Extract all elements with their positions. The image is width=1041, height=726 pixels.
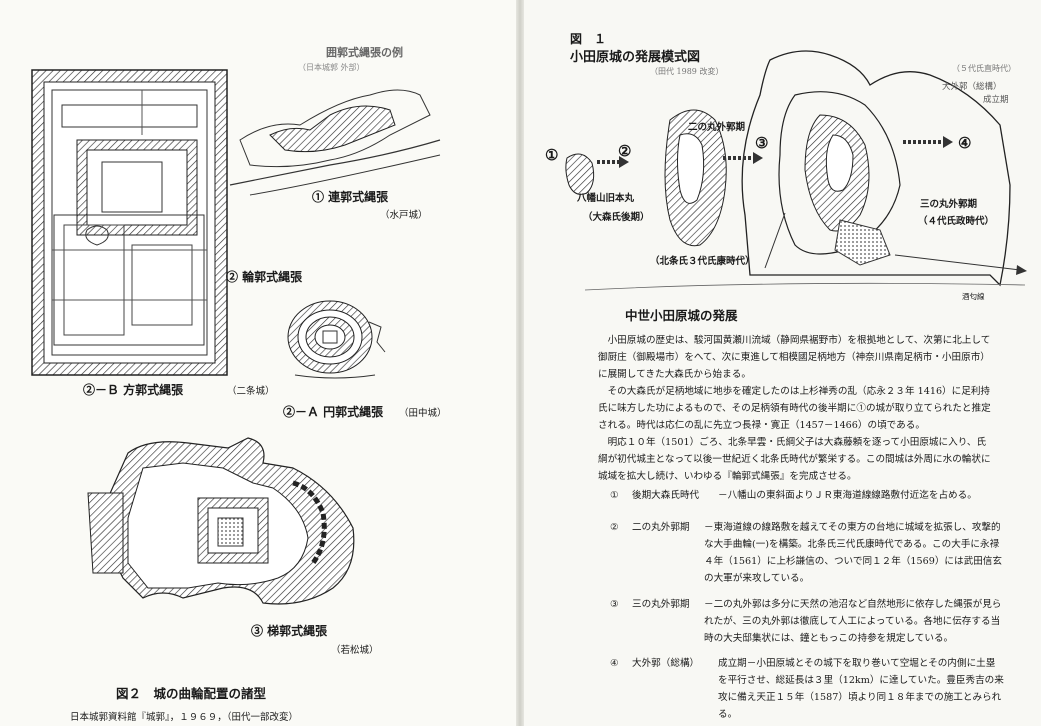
item-desc: －二の丸外郭は多分に天然の池沼など自然地形に依存した縄張が見られたが、三の丸外郭… [704,599,1002,644]
coast-label: 酒匂線 [962,292,985,301]
page-fold [516,0,524,726]
figure-label: 図 １ [570,32,607,46]
item-desc: 成立期－小田原城とその城下を取り巻いて空堀とその内側に土塁を平行させ、総延長は３… [718,658,1004,720]
stage-number-2: ② [618,142,632,160]
wakamatsu-castle-plan [87,437,355,605]
type-hokaku-castle: （二条城） [227,386,275,397]
mito-castle-sketch [229,89,441,196]
type-enkaku-castle: （田中城） [399,408,447,419]
item-number: ① [610,490,619,501]
list-item: ② 二の丸外郭期 －東海道線の線路敷を越えてその東方の台地に城域を拡張し、攻撃的… [610,519,1010,587]
paragraph-1: 小田原城の歴史は、駿河国黄瀬川流域（静岡県裾野市）を根拠地として、次第に北上して… [598,335,991,380]
type-teikaku-label: ③ 梯郭式縄張 [251,624,328,638]
item-desc: －東海道線の線路敷を越えてその東方の台地に城域を拡張し、攻撃的な大手曲輪(一)を… [704,522,1002,584]
top-right-subtitle: （日本城郭 外部） [298,63,365,72]
section-title: 中世小田原城の発展 [625,308,738,323]
top-right-title: 囲郭式縄張の例 [326,46,403,59]
left-source-note: 日本城郭資料館『城郭』，１９６９，（田代一部改変） [70,712,299,723]
stage4-label: 大外郭（総構） [942,82,1002,92]
stage-number-3: ③ [755,134,769,152]
left-figure-title: 図２ 城の曲輪配置の諸型 [116,686,267,701]
odawara-development-diagram [565,50,1027,291]
item-name: 後期大森氏時代 [632,490,700,501]
stage4-period: 成立期 [983,95,1009,105]
list-item: ④ 大外郭（総構） 成立期－小田原城とその城下を取り巻いて空堀とその内側に土塁を… [610,655,1010,720]
type-rinkaku-label: ② 輪郭式縄張 [226,270,303,284]
stage3-label: 三の丸外郭期 [920,199,978,210]
type-renkaku-castle: （水戸城） [380,210,428,221]
paragraph-2: その大森氏が足柄地域に地歩を確定したのは上杉禅秀の乱（応永２３年 1416）に足… [598,386,991,431]
item-name: 二の丸外郭期 [632,522,690,533]
stage2-period: （北条氏３代氏康時代） [650,256,755,267]
right-page [520,0,1041,726]
type-enkaku-label: ②－Ａ 円郭式縄張 [283,405,384,419]
type-teikaku-castle: （若松城） [331,645,379,656]
stage1-label: 八幡山旧本丸 [577,193,635,204]
figure-subtitle: （田代 1989 改変） [650,67,724,76]
stage-number-1: ① [545,146,559,164]
item-name: 大外郭（総構） [632,658,700,669]
item-number: ④ [610,658,619,669]
stage4-top-label: （５代氏直時代） [952,64,1016,73]
item-name: 三の丸外郭期 [632,599,690,610]
type-hokaku-label: ②－Ｂ 方郭式縄張 [83,383,184,397]
stage1-period: （大森氏後期） [583,212,650,223]
list-item: ① 後期大森氏時代 －八幡山の東斜面よりＪＲ東海道線線路敷付近迄を占める。 [610,487,1010,504]
list-item: ③ 三の丸外郭期 －二の丸外郭は多分に天然の池沼など自然地形に依存した縄張が見ら… [610,596,1010,647]
type-renkaku-label: ① 連郭式縄張 [312,190,389,204]
tanaka-castle-sketch [287,300,386,379]
nijo-castle-plan [31,69,228,376]
stage-number-4: ④ [958,134,972,152]
stage2-outer-label: 二の丸外郭期 [688,122,746,133]
item-number: ② [610,522,619,533]
paragraph-3: 明応１０年（1501）ごろ、北条早雲・氏綱父子は大森藤頼を逐って小田原城に入り、… [598,437,991,482]
item-desc: －八幡山の東斜面よりＪＲ東海道線線路敷付近迄を占める。 [718,490,977,501]
figure-title: 小田原城の発展模式図 [570,50,701,65]
stage3-period: （４代氏政時代） [918,216,995,227]
item-number: ③ [610,599,619,610]
